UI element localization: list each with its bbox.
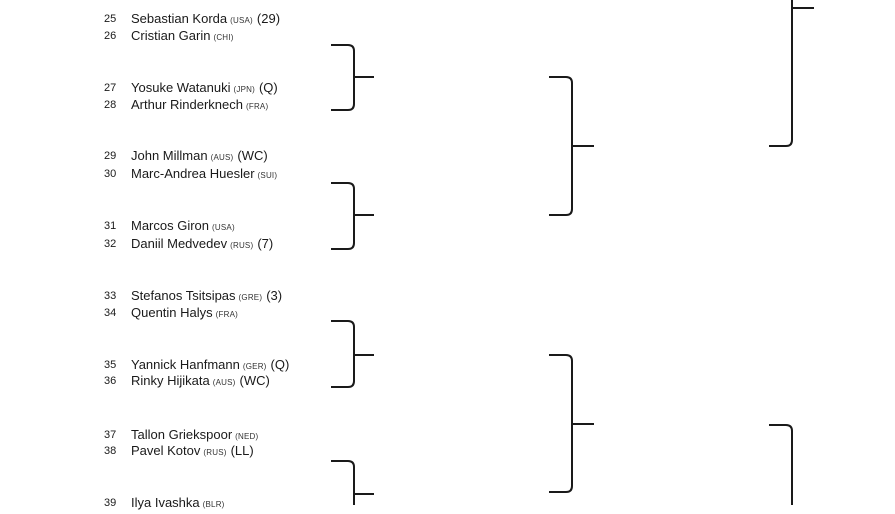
player-country: (AUS)	[212, 378, 236, 387]
draw-position: 31	[104, 220, 117, 232]
draw-position: 27	[104, 82, 117, 94]
player-line: Marc-Andrea Huesler(SUI)	[131, 165, 281, 185]
player-country: (USA)	[230, 16, 253, 25]
player-line: Cristian Garin(CHI)	[131, 27, 238, 47]
player-name: Tallon Griekspoor	[131, 427, 233, 442]
player-name: Daniil Medvedev	[131, 236, 228, 251]
player-country: (NED)	[235, 432, 259, 441]
player-country: (FRA)	[246, 102, 269, 111]
player-seed-tag: (LL)	[230, 443, 254, 458]
player-line: Pavel Kotov(RUS)(LL)	[131, 442, 254, 462]
player-seed-tag: (Q)	[258, 80, 278, 95]
player-country: (FRA)	[215, 310, 238, 319]
player-name: Yosuke Watanuki	[131, 80, 231, 95]
player-name: Sebastian Korda	[131, 11, 228, 26]
player-country: (RUS)	[203, 448, 227, 457]
player-line: Daniil Medvedev(RUS)(7)	[131, 235, 273, 255]
player-country: (GER)	[242, 362, 267, 371]
player-name: Quentin Halys	[131, 305, 213, 320]
player-country: (SUI)	[257, 171, 278, 180]
player-name: Pavel Kotov	[131, 443, 201, 458]
draw-position: 28	[104, 99, 117, 111]
draw-position: 35	[104, 359, 117, 371]
player-seed-tag: (Q)	[270, 357, 290, 372]
bracket-connector	[769, 0, 814, 147]
bracket-connector	[769, 424, 793, 505]
player-country: (JPN)	[233, 85, 255, 94]
player-name: Arthur Rinderknech	[131, 97, 243, 112]
player-name: Marc-Andrea Huesler	[131, 166, 255, 181]
player-line: Arthur Rinderknech(FRA)	[131, 96, 272, 116]
draw-position: 29	[104, 150, 117, 162]
player-seed-tag: (7)	[257, 236, 274, 251]
player-line: Stefanos Tsitsipas(GRE)(3)	[131, 287, 282, 307]
player-name: Yannick Hanfmann	[131, 357, 240, 372]
draw-position: 26	[104, 30, 117, 42]
draw-position: 38	[104, 445, 117, 457]
bracket-connector	[331, 44, 374, 111]
draw-position: 33	[104, 290, 117, 302]
bracket-connector	[331, 460, 374, 505]
player-name: John Millman	[131, 148, 208, 163]
draw-position: 34	[104, 307, 117, 319]
player-country: (GRE)	[238, 293, 263, 302]
player-seed-tag: (WC)	[239, 373, 270, 388]
bracket-connector	[549, 76, 594, 216]
bracket-connector	[549, 354, 594, 493]
player-line: John Millman(AUS)(WC)	[131, 147, 268, 167]
draw-position: 32	[104, 238, 117, 250]
player-seed-tag: (WC)	[237, 148, 268, 163]
player-line: Sebastian Korda(USA)(29)	[131, 10, 280, 30]
player-line: Yosuke Watanuki(JPN)(Q)	[131, 79, 278, 99]
player-line: Quentin Halys(FRA)	[131, 304, 242, 324]
player-country: (USA)	[212, 223, 235, 232]
player-country: (AUS)	[210, 153, 234, 162]
player-line: Marcos Giron(USA)	[131, 217, 239, 237]
player-line: Tallon Griekspoor(NED)	[131, 426, 262, 446]
draw-position: 25	[104, 13, 117, 25]
player-name: Cristian Garin	[131, 28, 211, 43]
player-line: Yannick Hanfmann(GER)(Q)	[131, 356, 289, 376]
bracket-connector	[331, 182, 374, 250]
player-name: Marcos Giron	[131, 218, 210, 233]
player-seed-tag: (29)	[256, 11, 281, 26]
player-line: Rinky Hijikata(AUS)(WC)	[131, 372, 270, 392]
player-country: (RUS)	[230, 241, 254, 250]
player-name: Rinky Hijikata	[131, 373, 210, 388]
draw-position: 36	[104, 375, 117, 387]
player-country: (CHI)	[213, 33, 234, 42]
player-seed-tag: (3)	[266, 288, 283, 303]
bracket-connector	[331, 320, 374, 388]
draw-position: 37	[104, 429, 117, 441]
draw-position: 30	[104, 168, 117, 180]
player-name: Stefanos Tsitsipas	[131, 288, 236, 303]
